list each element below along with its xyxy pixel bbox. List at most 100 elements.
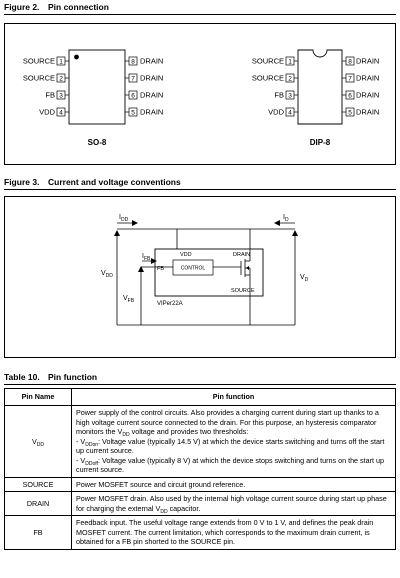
table-10-number: Table 10. [4,372,40,382]
figure-3-title: Figure 3.Current and voltage conventions [4,177,181,187]
dip8-pin-label-7: DRAIN [356,74,379,83]
current-voltage-figure: IDD ID VDD VFB VD VDD DRAIN IFB FB CONTR… [4,196,396,358]
dip8-body [297,49,343,125]
pin-vdd-label: VDD [180,252,192,258]
dip8-pin-num-3: 3 [288,92,292,99]
dip8-pin-row-2: SOURCE 2 [252,74,298,83]
pin-function-drain: Power MOSFET drain. Also used by the int… [71,491,396,516]
dip8-pin-num-2: 2 [288,75,292,82]
pin-connection-diagram: SOURCE 1 SOURCE 2 FB 3 VDD 4 [23,49,379,147]
pin-name-source: SOURCE [4,476,72,492]
figure-2-rule [4,14,396,15]
dip8-pin-num-6: 6 [348,92,352,99]
so8-pin-num-8: 8 [131,58,135,65]
pin-name-drain: DRAIN [4,491,72,516]
table-10-rule [4,384,396,385]
vfb-label: VFB [123,295,135,304]
vdd-label: VDD [101,270,113,279]
pin-connection-figure: SOURCE 1 SOURCE 2 FB 3 VDD 4 [4,23,396,165]
so8-pin-row-6: 6 DRAIN [125,91,163,100]
dip8-pin-label-2: SOURCE [252,74,284,83]
so8-pin-label-7: DRAIN [140,74,163,83]
so8-pin-num-3: 3 [59,92,63,99]
figure-2-number: Figure 2. [4,2,40,12]
dip8-pin-num-8: 8 [348,58,352,65]
table-header-row: Pin Name Pin function [4,388,396,406]
figure-2-caption: Pin connection [48,2,109,12]
dip8-pin-label-6: DRAIN [356,91,379,100]
dip8-pin-row-1: SOURCE 1 [252,57,298,66]
so8-pin-row-3: FB 3 [45,91,69,100]
pin-drain-label: DRAIN [233,252,250,258]
so8-pin-num-5: 5 [131,109,135,116]
figure-3-number: Figure 3. [4,177,40,187]
so8-pin-label-2: SOURCE [23,74,55,83]
so8-body [68,49,126,125]
so8-pin-row-2: SOURCE 2 [23,74,69,83]
dip8-pin-row-8: 8 DRAIN [342,57,379,66]
table-10-title: Table 10. Pin function [4,372,97,382]
dip8-pin-label-4: VDD [268,108,284,117]
dip8-pin-label-8: DRAIN [356,57,379,66]
so8-pin-box-7 [128,73,138,83]
pin-function-vdd: Power supply of the control circuits. Al… [71,405,396,478]
table-10-caption: Pin function [48,372,98,382]
so8-pin-row-7: 7 DRAIN [125,74,163,83]
so8-pin-label-6: DRAIN [140,91,163,100]
device-label: VIPer22A [157,301,183,307]
idd-label: IDD [119,214,129,223]
so8-pin-num-4: 4 [59,109,63,116]
so8-pin-box-5 [128,107,138,117]
dip8-pin-num-1: 1 [288,58,292,65]
pin-fb-label: FB [157,266,164,272]
so8-pin-row-8: 8 DRAIN [125,57,163,66]
header-pin-function: Pin function [71,388,396,406]
so8-pin-num-2: 2 [59,75,63,82]
pin-name-vdd: VDD [4,405,72,478]
so8-caption: SO-8 [88,138,107,147]
pin-function-table: Pin Name Pin function VDD Power supply o… [4,388,396,550]
dip8-pin-num-7: 7 [348,75,352,82]
table-row-fb: FB Feedback input. The useful voltage ra… [4,515,396,550]
dip8-pin-num-5: 5 [348,109,352,116]
so8-pin-box-6 [128,90,138,100]
figure-2-title: Figure 2. Pin connection [4,2,109,12]
dip8-pin-row-6: 6 DRAIN [342,91,379,100]
mosfet-symbol [240,249,251,296]
so8-pin-num-1: 1 [59,58,63,65]
dip8-pin-label-1: SOURCE [252,57,284,66]
dip8-pin-label-5: DRAIN [356,108,379,117]
dip8-caption: DIP-8 [310,138,331,147]
so8-pin-num-6: 6 [131,92,135,99]
so8-pin-row-1: SOURCE 1 [23,57,69,66]
pin-source-label: SOURCE [231,288,255,294]
dip8-pin-row-4: VDD 4 [268,108,298,117]
so8-pin-label-5: DRAIN [140,108,163,117]
control-label: CONTROL [181,266,206,272]
ifb-label: IFB [142,253,151,262]
so8-pin-row-4: VDD 4 [39,108,69,117]
dip8-pin-row-5: 5 DRAIN [342,108,379,117]
table-row-source: SOURCE Power MOSFET source and circuit g… [4,476,396,492]
pin-function-source: Power MOSFET source and circuit ground r… [71,476,396,492]
so8-pin-label-8: DRAIN [140,57,163,66]
pin-function-fb: Feedback input. The useful voltage range… [71,515,396,550]
dip8-pin-row-7: 7 DRAIN [342,74,379,83]
dip8-package: SOURCE 1 SOURCE 2 FB 3 VDD 4 [252,49,379,147]
so8-pin-label-4: VDD [39,108,55,117]
so8-pin-box-8 [128,56,138,66]
dip8-pin-row-3: FB 3 [274,91,298,100]
control-block [172,259,214,276]
figure-3-rule [4,189,396,190]
so8-pin-label-1: SOURCE [23,57,55,66]
table-row-vdd: VDD Power supply of the control circuits… [4,405,396,478]
dip8-pin-label-3: FB [274,91,284,100]
vd-label: VD [300,274,309,283]
so8-pin-label-3: FB [45,91,55,100]
so8-package: SOURCE 1 SOURCE 2 FB 3 VDD 4 [23,49,163,147]
header-pin-name: Pin Name [4,388,72,406]
current-voltage-diagram: IDD ID VDD VFB VD VDD DRAIN IFB FB CONTR… [101,214,309,326]
so8-pin-row-5: 5 DRAIN [125,108,163,117]
so8-pin1-marker [74,54,79,60]
table-row-drain: DRAIN Power MOSFET drain. Also used by t… [4,491,396,516]
